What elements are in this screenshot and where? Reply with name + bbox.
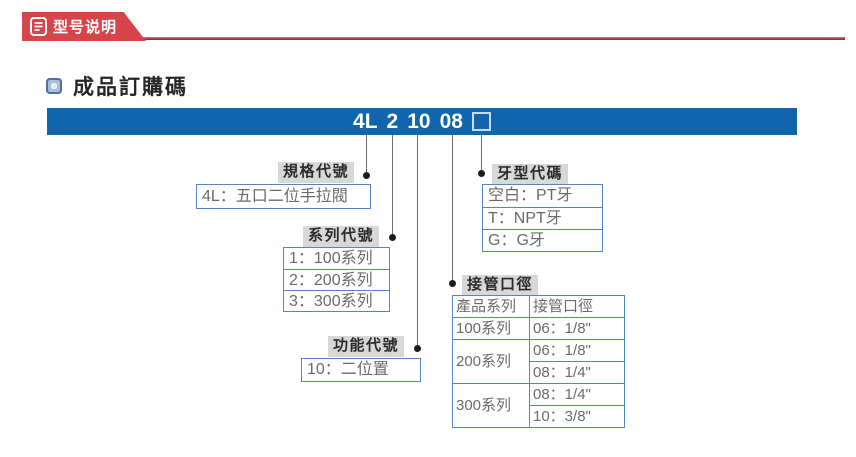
series-code-label: 系列代號: [303, 226, 380, 247]
port-header-series: 產品系列: [452, 295, 530, 318]
connector-dot-series: [389, 234, 396, 241]
function-code-label: 功能代號: [328, 336, 405, 357]
code-segment-series: 2: [386, 110, 399, 133]
function-code-box: 10：二位置: [301, 358, 421, 382]
spec-entry: 4L：五口二位手拉閥: [202, 188, 348, 205]
thread-entry: G：G牙: [483, 229, 602, 251]
table-row: 300系列 08：1/4": [452, 383, 625, 428]
connector-dot-port: [449, 280, 456, 287]
port-header-size: 接管口徑: [529, 295, 625, 318]
code-segment-spec: 4L: [353, 110, 378, 133]
table-row: 100系列 06：1/8": [452, 317, 625, 340]
port-series-100: 100系列: [452, 317, 530, 340]
function-entry: 10：二位置: [307, 361, 389, 378]
thread-code-box: 空白：PT牙 T：NPT牙 G：G牙: [482, 184, 603, 252]
spec-code-box: 4L：五口二位手拉閥: [196, 184, 371, 209]
thread-entry: 空白：PT牙: [488, 187, 573, 204]
port-size-cell: 10：3/8": [529, 405, 625, 428]
thread-code-label: 牙型代碼: [492, 164, 569, 185]
connector-line-series: [392, 135, 393, 237]
port-size-label: 接管口徑: [462, 275, 539, 296]
section-title: 成品訂購碼: [73, 76, 188, 99]
port-size-cell: 08：1/4": [529, 361, 625, 384]
section-header-tab: 型号说明: [22, 12, 146, 41]
thread-entry: T：NPT牙: [483, 207, 602, 229]
port-size-cell: 08：1/4": [529, 383, 625, 406]
connector-line-function: [417, 135, 418, 348]
connector-dot-function: [414, 345, 421, 352]
connector-dot-thread: [478, 170, 485, 177]
series-code-box: 1：100系列 2：200系列 3：300系列: [283, 247, 390, 312]
table-row: 10：3/8": [453, 405, 625, 428]
port-size-cell: 06：1/8": [529, 317, 625, 340]
port-table-header-row: 產品系列 接管口徑: [452, 295, 625, 318]
port-size-cell: 06：1/8": [529, 339, 625, 362]
code-segment-port: 08: [439, 110, 463, 133]
connector-dot-spec: [363, 172, 370, 179]
header-underline: [22, 37, 845, 40]
table-row: 200系列 06：1/8": [452, 339, 625, 384]
series-entry: 2：200系列: [284, 269, 389, 290]
blue-square-bullet-icon: [46, 78, 62, 94]
port-series-200: 200系列: [452, 339, 530, 384]
series-entry: 1：100系列: [289, 250, 373, 267]
connector-line-thread: [481, 135, 482, 173]
port-size-table: 產品系列 接管口徑 100系列 06：1/8" 200系列 06：1/8" 08…: [452, 295, 625, 428]
connector-line-port: [452, 135, 453, 283]
section-title-row: 成品訂購碼: [46, 71, 188, 101]
code-segment-function: 10: [407, 110, 431, 133]
blank-code-box: [471, 112, 491, 131]
spec-code-label: 規格代號: [278, 162, 355, 183]
series-entry: 3：300系列: [284, 290, 389, 311]
document-lines-icon: [30, 17, 47, 36]
connector-line-spec: [366, 135, 367, 175]
port-series-300: 300系列: [452, 383, 530, 428]
order-code-banner: 4L 2 10 08: [47, 108, 797, 135]
header-tab-label: 型号说明: [53, 19, 118, 36]
